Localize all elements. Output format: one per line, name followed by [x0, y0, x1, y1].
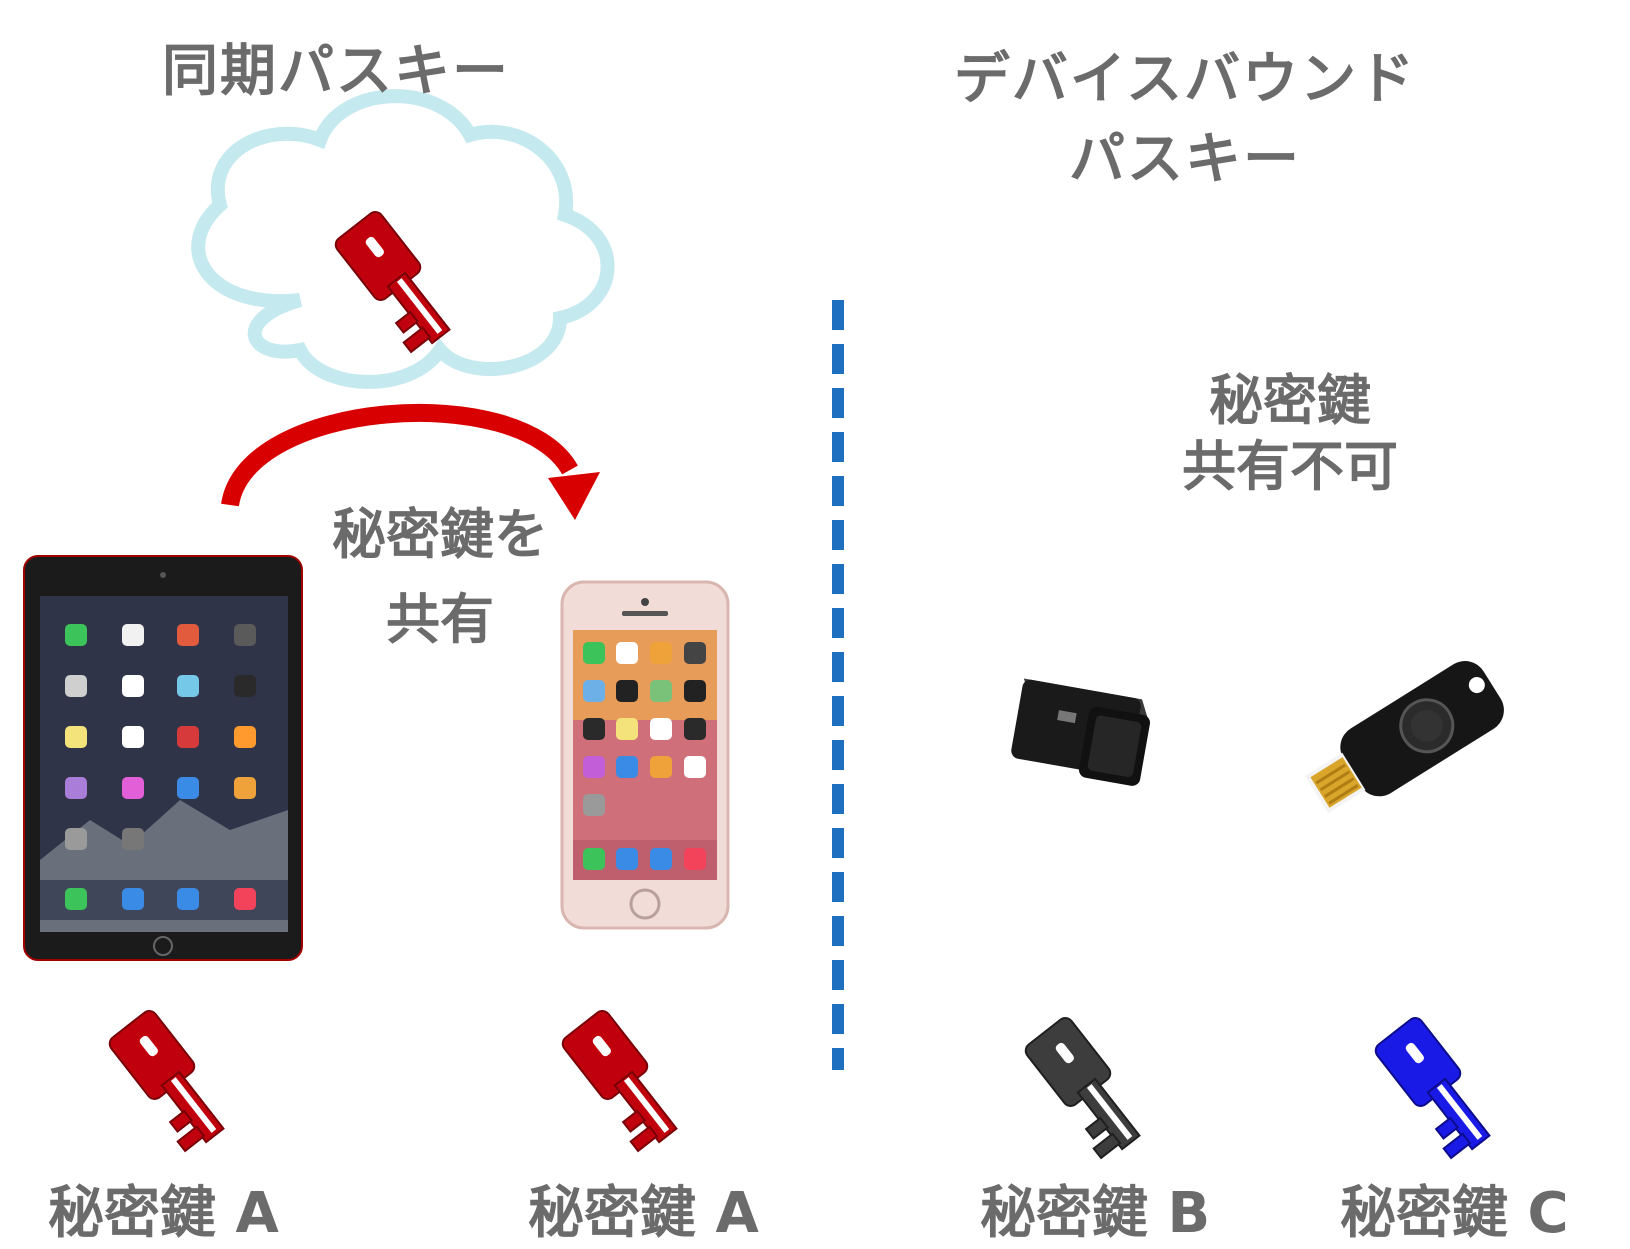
share-label-line1: 秘密鍵を — [332, 503, 548, 566]
key-label-b: 秘密鍵 B — [980, 1181, 1211, 1246]
usb-security-key-icon — [1304, 661, 1504, 814]
red-key-icon — [554, 1006, 691, 1157]
device-bound-title-line1: デバイスバウンド — [953, 47, 1417, 112]
device-bound-title-line2: パスキー — [1069, 127, 1301, 192]
key-label-c: 秘密鍵 C — [1340, 1181, 1569, 1246]
synced-passkey-title: 同期パスキー — [162, 39, 510, 104]
blue-key-icon — [1367, 1013, 1504, 1164]
usb-fingerprint-dongle-icon — [1011, 678, 1150, 786]
curved-arrow-icon — [221, 403, 600, 520]
tablet-icon — [23, 555, 303, 961]
cloud-icon — [191, 89, 615, 389]
phone-icon — [560, 580, 730, 930]
gray-key-icon — [1017, 1013, 1154, 1164]
tablet-app-grid — [40, 624, 288, 920]
not-shareable-line1: 秘密鍵 — [1209, 369, 1371, 432]
key-label-phone: 秘密鍵 A — [528, 1181, 759, 1246]
red-key-icon — [101, 1006, 238, 1157]
key-label-tablet: 秘密鍵 A — [48, 1181, 279, 1246]
red-key-icon — [327, 207, 464, 358]
share-label-line2: 共有 — [386, 588, 494, 651]
not-shareable-line2: 共有不可 — [1182, 435, 1398, 498]
